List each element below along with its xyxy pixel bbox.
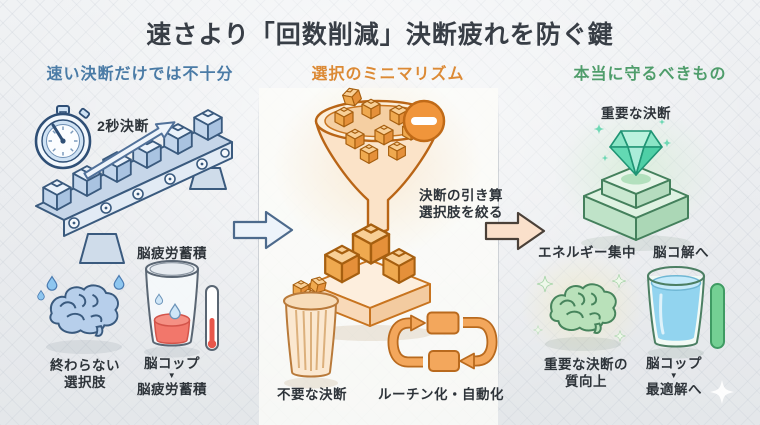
right-column-header: 本当に守るべきもの bbox=[573, 66, 727, 83]
left-cup-caption-bottom: 脳疲労蓄積 bbox=[137, 381, 207, 397]
down-arrow-icon: ▼ bbox=[669, 371, 679, 381]
flow-arrow-blue-icon bbox=[232, 210, 294, 250]
speed-arrow-icon bbox=[83, 121, 176, 180]
stopwatch-icon bbox=[34, 105, 92, 170]
right-brain-caption: 重要な決断の 質向上 bbox=[544, 356, 628, 391]
decorative-sparkle-icon bbox=[710, 380, 734, 404]
funnel-note-line1: 決断の引き算 bbox=[419, 188, 503, 203]
brain-right-shadow bbox=[545, 337, 621, 351]
right-brain-caption-line1: 重要な決断の bbox=[544, 357, 628, 372]
down-arrow-icon: ▼ bbox=[167, 371, 177, 381]
left-cup-caption: 脳コップ ▼ 脳疲労蓄積 bbox=[137, 355, 207, 398]
cup-right-shadow bbox=[648, 347, 704, 359]
brain-cup-red-icon bbox=[145, 260, 199, 347]
left-brain-caption: 終わらない 選択肢 bbox=[50, 357, 120, 392]
routine-loop-icon bbox=[387, 311, 498, 372]
diamond-caption: 重要な決断 bbox=[601, 106, 671, 121]
brain-shadow bbox=[46, 340, 122, 354]
left-column-header: 速い決断だけでは不十分 bbox=[46, 66, 234, 83]
left-brain-caption-line2: 選択肢 bbox=[64, 375, 106, 391]
page-title: 速さより「回数削減」決断疲れを防ぐ鍵 bbox=[146, 21, 614, 49]
right-cup-caption-top: 脳コップ bbox=[646, 356, 702, 371]
trash-caption: 不要な決断 bbox=[277, 387, 347, 402]
stopwatch-label: 2秒決断 bbox=[97, 118, 149, 134]
right-cup-title: 脳コ解へ bbox=[653, 245, 709, 260]
minus-badge-icon bbox=[402, 99, 446, 143]
loop-caption: ルーチン化・自動化 bbox=[378, 387, 504, 402]
pedestal-right-shadow bbox=[581, 235, 691, 251]
right-cup-caption: 脳コップ ▼ 最適解へ bbox=[646, 355, 702, 398]
left-cup-caption-top: 脳コップ bbox=[144, 356, 200, 371]
right-brain-caption-line2: 質向上 bbox=[565, 374, 607, 390]
thermometer-icon bbox=[205, 285, 219, 351]
panel-divider-right bbox=[498, 96, 499, 396]
fatigued-brain-icon bbox=[37, 275, 125, 337]
right-brain-title: エネルギー集中 bbox=[538, 245, 636, 260]
diamond-icon bbox=[609, 130, 663, 176]
left-cup-title: 脳疲労蓄積 bbox=[137, 246, 207, 261]
left-brain-caption-line1: 終わらない bbox=[50, 358, 120, 373]
trash-can-icon bbox=[283, 275, 339, 378]
panel-divider-left bbox=[258, 96, 259, 396]
brain-cup-full-icon bbox=[647, 266, 705, 348]
right-cup-caption-bottom: 最適解へ bbox=[646, 381, 702, 397]
conveyor-belt-icon bbox=[35, 110, 233, 264]
funnel-note: 決断の引き算 選択肢を絞る bbox=[419, 187, 503, 222]
middle-column-header: 選択のミニマリズム bbox=[311, 66, 465, 83]
gauge-icon bbox=[710, 283, 725, 349]
trash-shadow bbox=[284, 377, 338, 389]
cup-shadow bbox=[144, 346, 200, 358]
pedestal-icon bbox=[583, 165, 689, 241]
funnel-note-line2: 選択肢を絞る bbox=[419, 205, 503, 221]
flow-arrow-orange-icon bbox=[484, 211, 546, 251]
